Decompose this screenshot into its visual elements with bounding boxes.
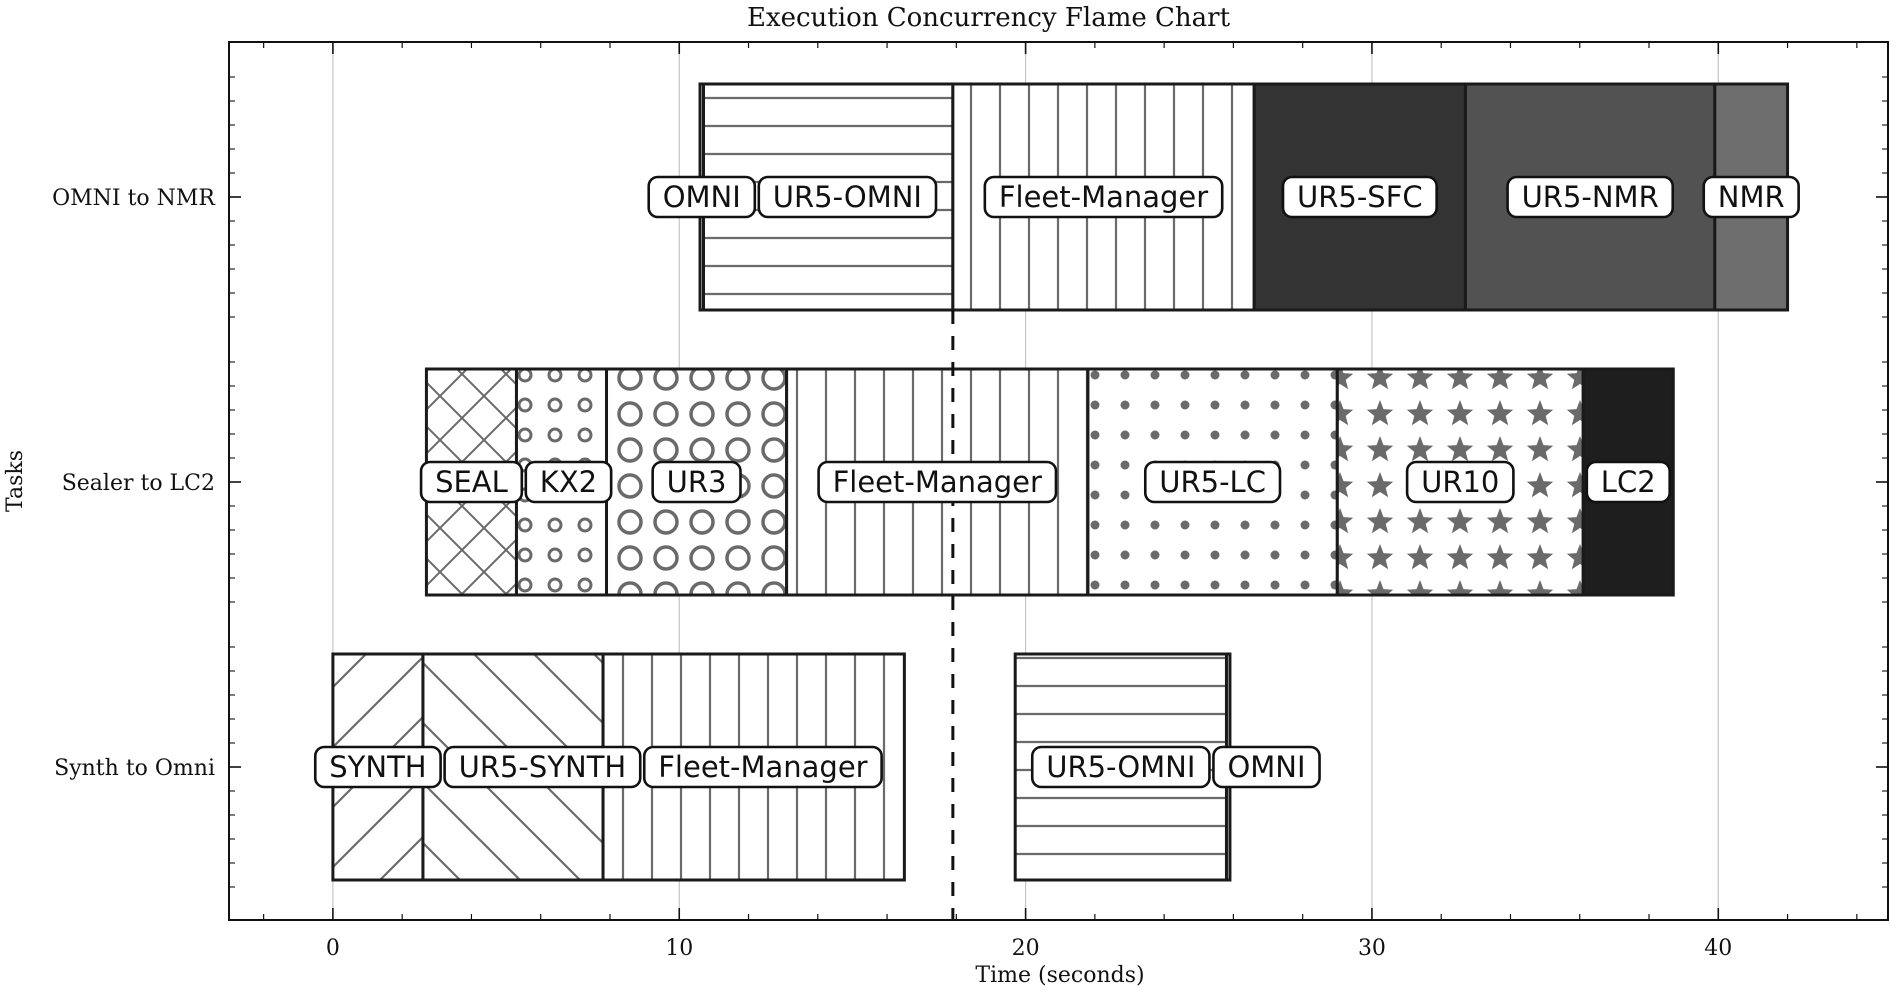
segment-label: Fleet-Manager (642, 745, 883, 789)
segment-label-box (443, 745, 642, 789)
segment-label: OMNI (647, 175, 757, 219)
segment-label-text: SEAL (435, 465, 508, 499)
segment-label-box (642, 745, 883, 789)
segment-label-box (1143, 460, 1282, 504)
x-tick-label: 20 (1012, 936, 1040, 961)
segment-label-text: UR5-OMNI (1046, 750, 1195, 784)
x-tick-label: 30 (1358, 936, 1386, 961)
segment-label-box (817, 460, 1058, 504)
segment-label-box (313, 745, 442, 789)
y-tick-label: Sealer to LC2 (62, 471, 215, 496)
segment-label-text: Fleet-Manager (658, 750, 867, 784)
segment-label-text: Fleet-Manager (999, 180, 1208, 214)
y-tick-label: OMNI to NMR (52, 186, 216, 211)
segment-label-text: LC2 (1601, 465, 1656, 499)
segment-label: KX2 (524, 460, 613, 504)
segment-label-text: UR5-OMNI (773, 180, 922, 214)
segment-label-box (1405, 460, 1515, 504)
segment-label: LC2 (1585, 460, 1671, 504)
segment-label-box (1702, 175, 1800, 219)
segment-label: UR5-LC (1143, 460, 1282, 504)
segment-label: UR5-SFC (1281, 175, 1438, 219)
segment-label: Fleet-Manager (983, 175, 1224, 219)
segment-label: UR5-SYNTH (443, 745, 642, 789)
chart-title: Execution Concurrency Flame Chart (747, 3, 1231, 33)
segment-label-text: OMNI (663, 180, 741, 214)
segment-label: Fleet-Manager (817, 460, 1058, 504)
segment-label: UR10 (1405, 460, 1515, 504)
plot-frame (228, 41, 1889, 921)
segment-label-text: Fleet-Manager (833, 465, 1042, 499)
segment-label-box (983, 175, 1224, 219)
x-tick-label: 10 (665, 936, 693, 961)
segment-label: OMNI (1212, 745, 1321, 789)
y-tick-label: Synth to Omni (54, 756, 215, 781)
segment-label-box (419, 460, 524, 504)
segment-label-text: SYNTH (329, 750, 426, 784)
segment-label-text: OMNI (1227, 750, 1305, 784)
segment-label: UR5-OMNI (757, 175, 938, 219)
segment-label-box (1585, 460, 1671, 504)
segment-label-box (524, 460, 613, 504)
segment-label-box (1506, 175, 1675, 219)
segment-label-box (647, 175, 757, 219)
segment-label-box (1212, 745, 1321, 789)
segment-label-box (1281, 175, 1438, 219)
segment-label-text: UR5-SYNTH (459, 750, 627, 784)
segment-label-text: KX2 (540, 465, 597, 499)
x-axis-label: Time (seconds) (975, 963, 1144, 988)
segment-label: UR5-OMNI (1030, 745, 1211, 789)
segment-label-text: UR10 (1421, 465, 1499, 499)
segment-label-text: UR5-SFC (1297, 180, 1423, 214)
segment-label-text: UR3 (667, 465, 727, 499)
segment-label-text: UR5-LC (1159, 465, 1266, 499)
segment-label-box (651, 460, 742, 504)
x-tick-label: 40 (1704, 936, 1732, 961)
bar-segment (605, 367, 789, 597)
x-tick-label: 0 (326, 936, 340, 961)
segment-label: UR3 (651, 460, 742, 504)
segment-label-box (1030, 745, 1211, 789)
segment-label: SYNTH (313, 745, 442, 789)
segment-label: UR5-NMR (1506, 175, 1675, 219)
segment-label-box (757, 175, 938, 219)
y-axis-label: Tasks (3, 450, 28, 512)
segment-label-text: NMR (1718, 180, 1785, 214)
segment-label-text: UR5-NMR (1522, 180, 1659, 214)
segment-label: NMR (1702, 175, 1800, 219)
segment-label: SEAL (419, 460, 524, 504)
